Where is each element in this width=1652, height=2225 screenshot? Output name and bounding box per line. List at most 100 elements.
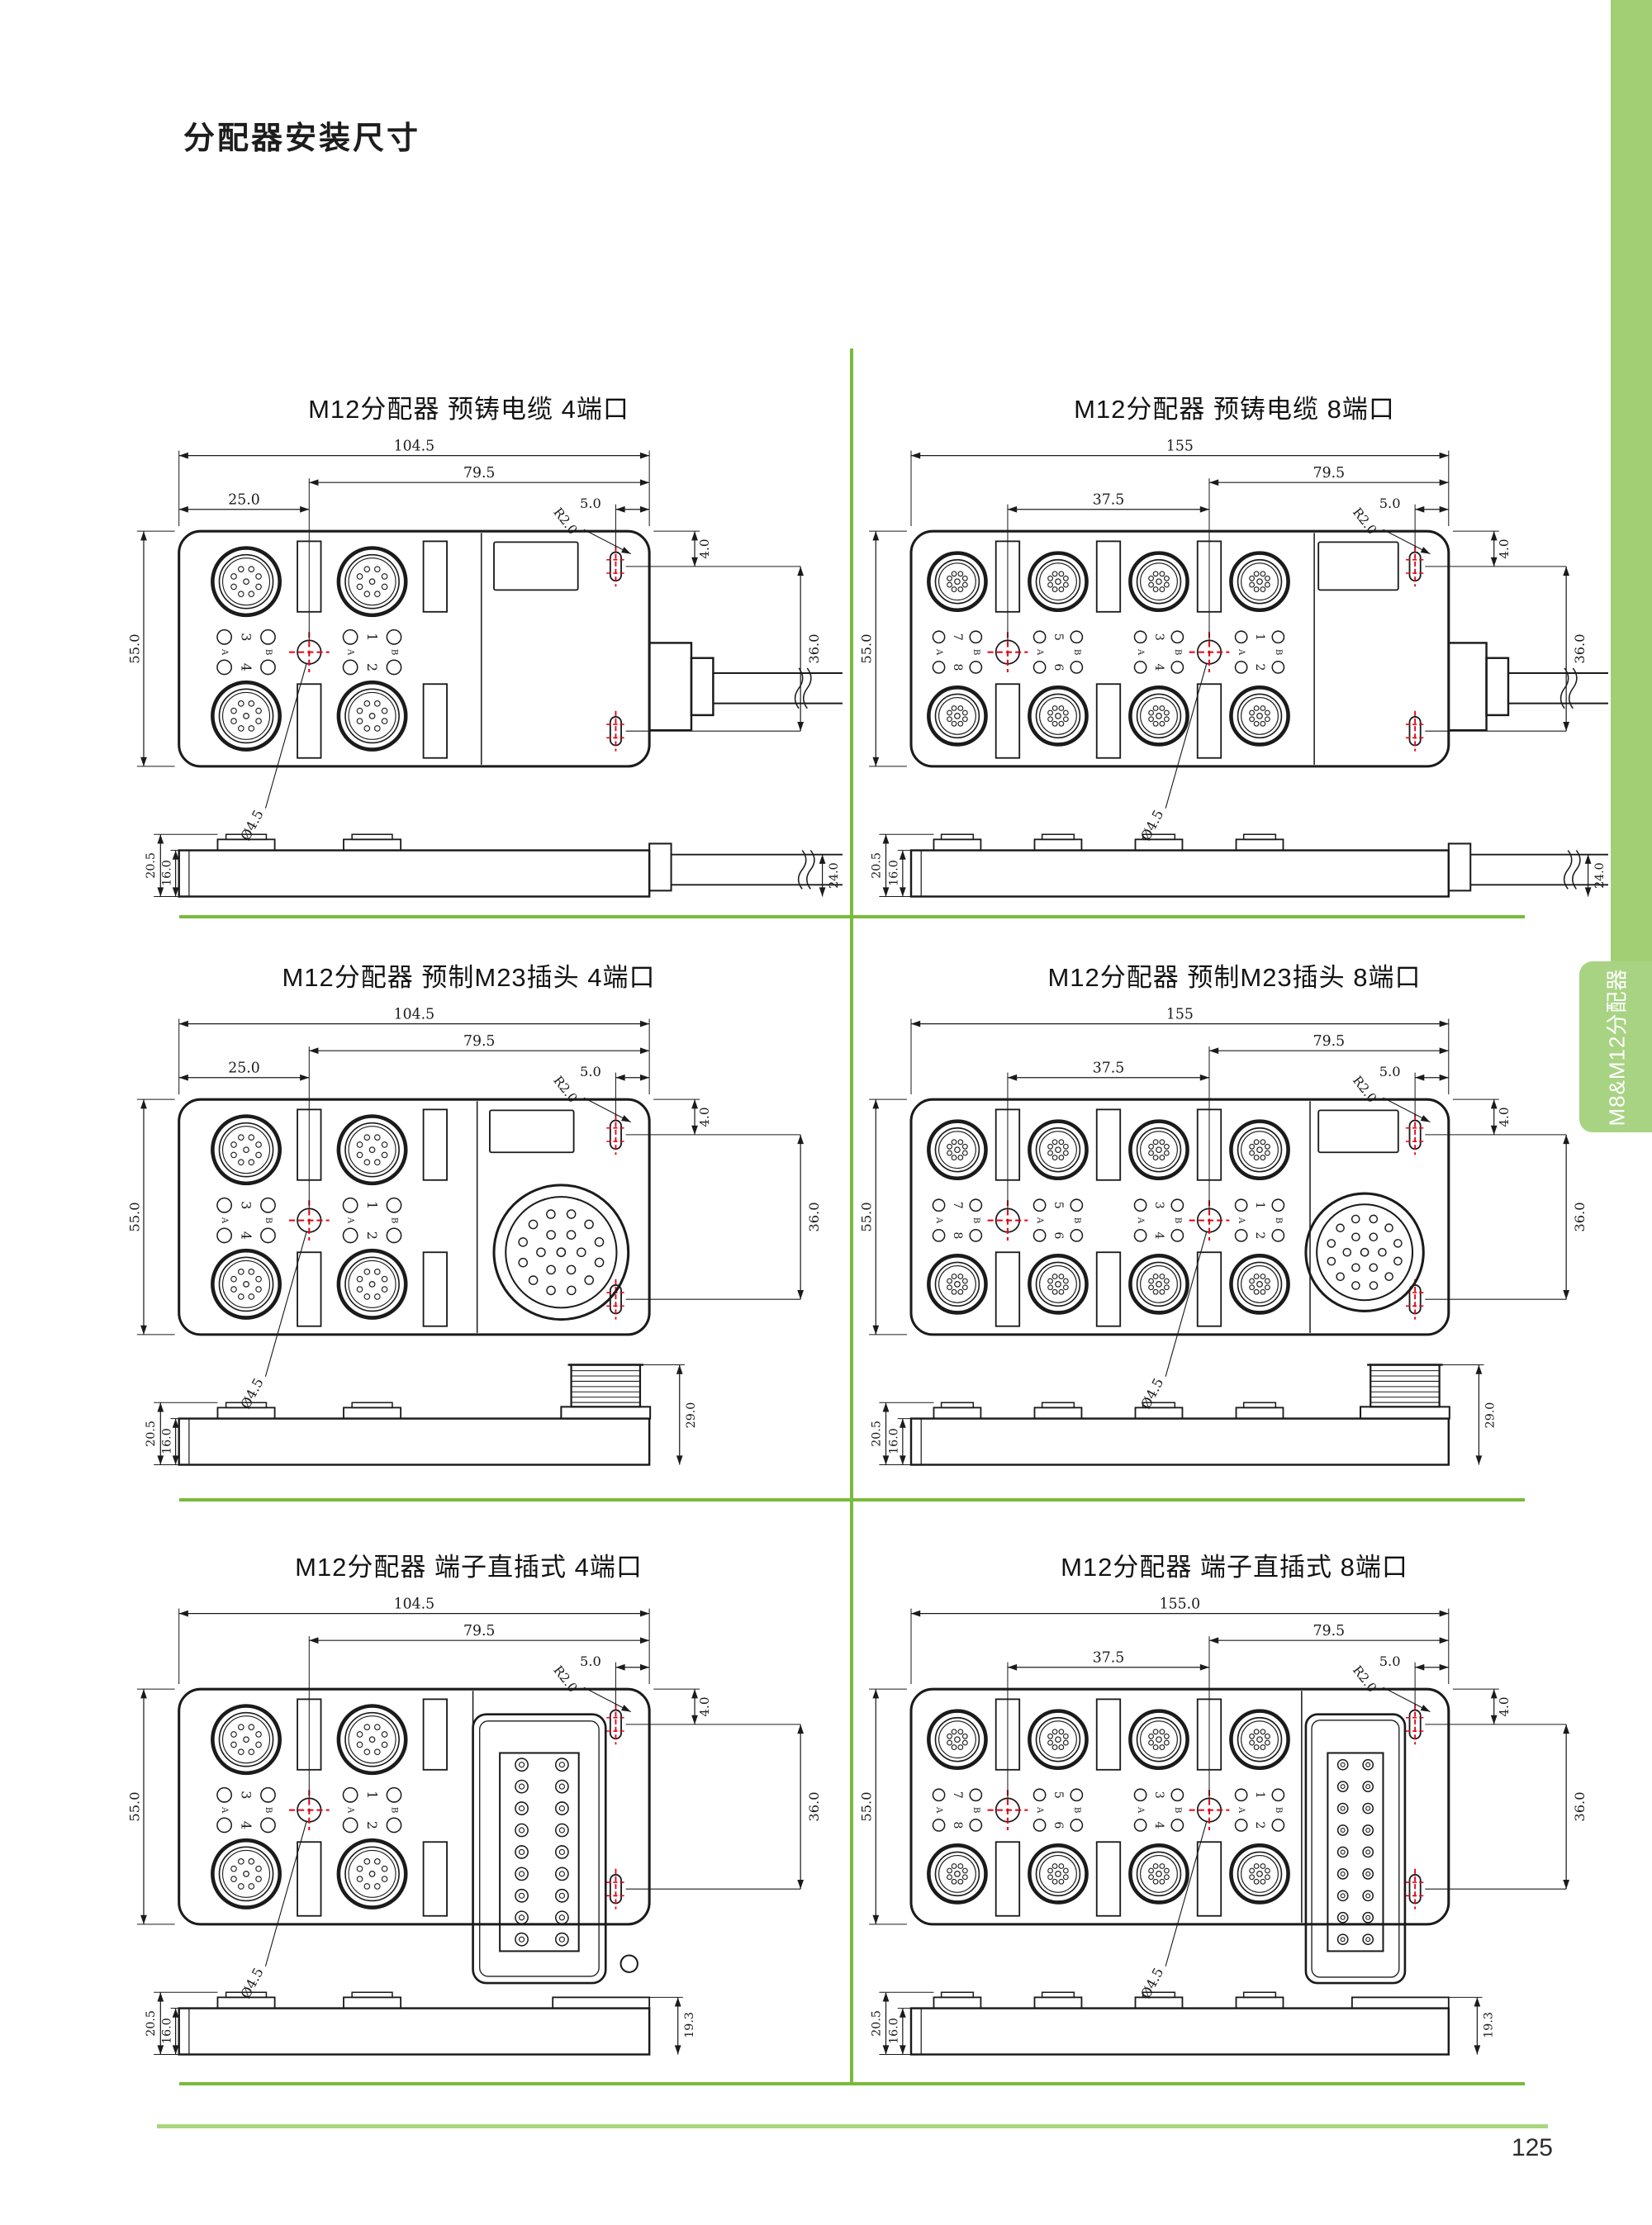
dimension-label: 5.0	[1379, 1064, 1401, 1079]
pin-letter: A	[934, 648, 943, 656]
pin-letter: A	[934, 1217, 943, 1224]
dimension-label: 25.0	[228, 492, 259, 509]
pin-letter: B	[390, 649, 399, 655]
port-label: 5	[1051, 1791, 1065, 1799]
dimension-label: 36.0	[1572, 1202, 1588, 1231]
dimension-label: 29.0	[685, 1402, 698, 1429]
dimension-label: 55.0	[126, 1791, 142, 1821]
port-label: 8	[951, 1821, 964, 1829]
pin-letter: A	[1237, 648, 1246, 656]
dimension-label: 155.0	[1160, 1596, 1200, 1612]
divider-horizontal-3	[179, 2082, 1525, 2085]
panel-title: M12分配器 预铸电缆 4端口	[308, 395, 629, 424]
dimension-label: 20.5	[145, 2010, 158, 2037]
dimension-label: 36.0	[806, 1202, 822, 1231]
port-label: 7	[951, 633, 964, 641]
pin-letter: B	[263, 1807, 273, 1813]
dimension-label: 104.5	[394, 1596, 434, 1612]
dimension-label: 55.0	[861, 633, 875, 663]
dimension-label: 79.5	[463, 1623, 495, 1639]
port-label: 3	[239, 1791, 254, 1799]
port-label: 6	[1051, 1231, 1065, 1239]
pin-letter: A	[346, 648, 355, 656]
dimension-label: 25.0	[228, 1060, 259, 1077]
dimension-label: 29.0	[1484, 1402, 1498, 1429]
dimension-label: R2.0	[550, 1663, 580, 1695]
dimension-label: Ø4.5	[1137, 807, 1166, 843]
dimension-label: 5.0	[1379, 1653, 1401, 1669]
dimension-label: 79.5	[463, 1033, 495, 1050]
dimension-label: 5.0	[1379, 496, 1401, 511]
dimension-label: 79.5	[1313, 465, 1345, 482]
dimension-label: 5.0	[580, 1653, 601, 1669]
dimension-label: 20.5	[870, 1421, 883, 1447]
port-label: 3	[1152, 1791, 1165, 1799]
dimension-label: 37.5	[1093, 492, 1124, 509]
dimension-label: 16.0	[888, 860, 901, 886]
dimension-label: 104.5	[394, 1006, 434, 1022]
sidebar-strip	[1611, 0, 1652, 963]
port-label: 2	[1253, 1821, 1266, 1829]
port-label: 5	[1051, 633, 1065, 641]
page-title: 分配器安装尺寸	[183, 121, 421, 156]
port-label: 4	[239, 663, 254, 671]
pin-letter: A	[1136, 1217, 1145, 1224]
port-label: 4	[1152, 1231, 1165, 1239]
dimension-label: 55.0	[126, 633, 142, 663]
dimension-label: 5.0	[580, 1064, 601, 1079]
port-label: 2	[364, 1821, 380, 1829]
pin-letter: B	[1072, 1217, 1081, 1223]
dimension-label: 4.0	[1497, 1696, 1512, 1716]
port-label: 2	[1253, 1231, 1266, 1239]
dimension-label: Ø4.5	[238, 807, 267, 843]
port-label: 7	[951, 1202, 964, 1209]
dimension-label: 4.0	[697, 1696, 712, 1716]
port-label: 2	[364, 1231, 380, 1240]
divider-horizontal-2	[179, 1498, 1525, 1502]
side-tab: M8&M12分配器	[1579, 961, 1652, 1132]
pin-letter: A	[1237, 1806, 1246, 1814]
pin-letter: B	[263, 649, 273, 655]
dimension-label: 36.0	[806, 1791, 822, 1821]
port-label: 1	[1253, 1791, 1266, 1799]
dimension-label: 55.0	[861, 1202, 875, 1231]
pin-letter: B	[1173, 1807, 1182, 1813]
dimension-label: R2.0	[1350, 1663, 1379, 1695]
divider-horizontal-1	[179, 915, 1525, 918]
port-label: 8	[951, 1231, 964, 1239]
pin-letter: B	[390, 1807, 399, 1813]
dimension-label: 36.0	[1572, 633, 1588, 663]
dimension-label: Ø4.5	[238, 1375, 267, 1411]
port-label: 4	[1152, 1821, 1165, 1829]
dimension-label: R2.0	[550, 1073, 580, 1105]
pin-letter: B	[1274, 1807, 1283, 1813]
pin-letter: A	[1035, 1217, 1044, 1224]
dimension-label: 19.3	[683, 2012, 696, 2038]
pin-letter: B	[1072, 649, 1081, 655]
dimension-label: 37.5	[1093, 1060, 1124, 1077]
port-label: 4	[239, 1231, 254, 1240]
pin-letter: A	[1136, 1806, 1145, 1814]
pin-letter: A	[934, 1806, 943, 1814]
pin-letter: A	[220, 648, 229, 656]
port-label: 3	[1152, 1202, 1165, 1209]
dimension-label: 20.5	[870, 2010, 883, 2037]
port-label: 4	[1152, 663, 1165, 671]
pin-letter: B	[1072, 1807, 1081, 1813]
dimension-label: 20.5	[145, 1421, 158, 1447]
port-label: 6	[1051, 1821, 1065, 1829]
panel-title: M12分配器 预制M23插头 4端口	[282, 963, 656, 992]
